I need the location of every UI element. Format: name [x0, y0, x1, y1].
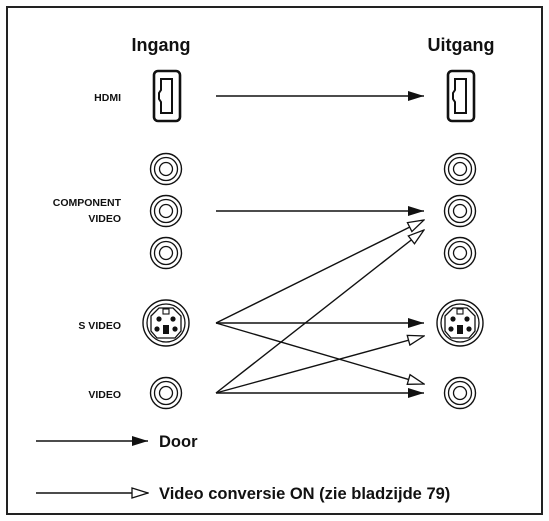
hdmi-row-label: HDMI	[94, 92, 121, 104]
svideo-to-video-conversion-arrow	[215, 322, 424, 384]
component-row-label-line2: VIDEO	[88, 213, 121, 225]
video-to-component-conversion-arrow	[215, 230, 424, 394]
hdmi-input-jack-icon	[152, 69, 182, 123]
legend-pass-through-label: Door	[159, 433, 198, 451]
component-output-jack-y-icon	[443, 152, 477, 186]
svideo-output-jack-icon	[436, 299, 484, 347]
hdmi-output-jack-icon	[446, 69, 476, 123]
video-input-jack-icon	[149, 376, 183, 410]
video-to-svideo-conversion-arrow	[215, 336, 424, 394]
component-output-jack-pb-icon	[443, 194, 477, 228]
component-output-jack-pr-icon	[443, 236, 477, 270]
svideo-row-label: S VIDEO	[78, 320, 121, 332]
input-column-header: Ingang	[132, 35, 191, 55]
component-input-jack-y-icon	[149, 152, 183, 186]
component-input-jack-pr-icon	[149, 236, 183, 270]
output-column-header: Uitgang	[428, 35, 495, 55]
svideo-input-jack-icon	[142, 299, 190, 347]
video-output-jack-icon	[443, 376, 477, 410]
component-input-jack-pb-icon	[149, 194, 183, 228]
legend-conversion-label: Video conversie ON (zie bladzijde 79)	[159, 485, 450, 503]
diagram-frame	[6, 6, 543, 515]
component-row-label-line1: COMPONENT	[53, 197, 122, 209]
svideo-to-component-conversion-arrow	[215, 220, 424, 324]
video-row-label: VIDEO	[88, 389, 121, 401]
